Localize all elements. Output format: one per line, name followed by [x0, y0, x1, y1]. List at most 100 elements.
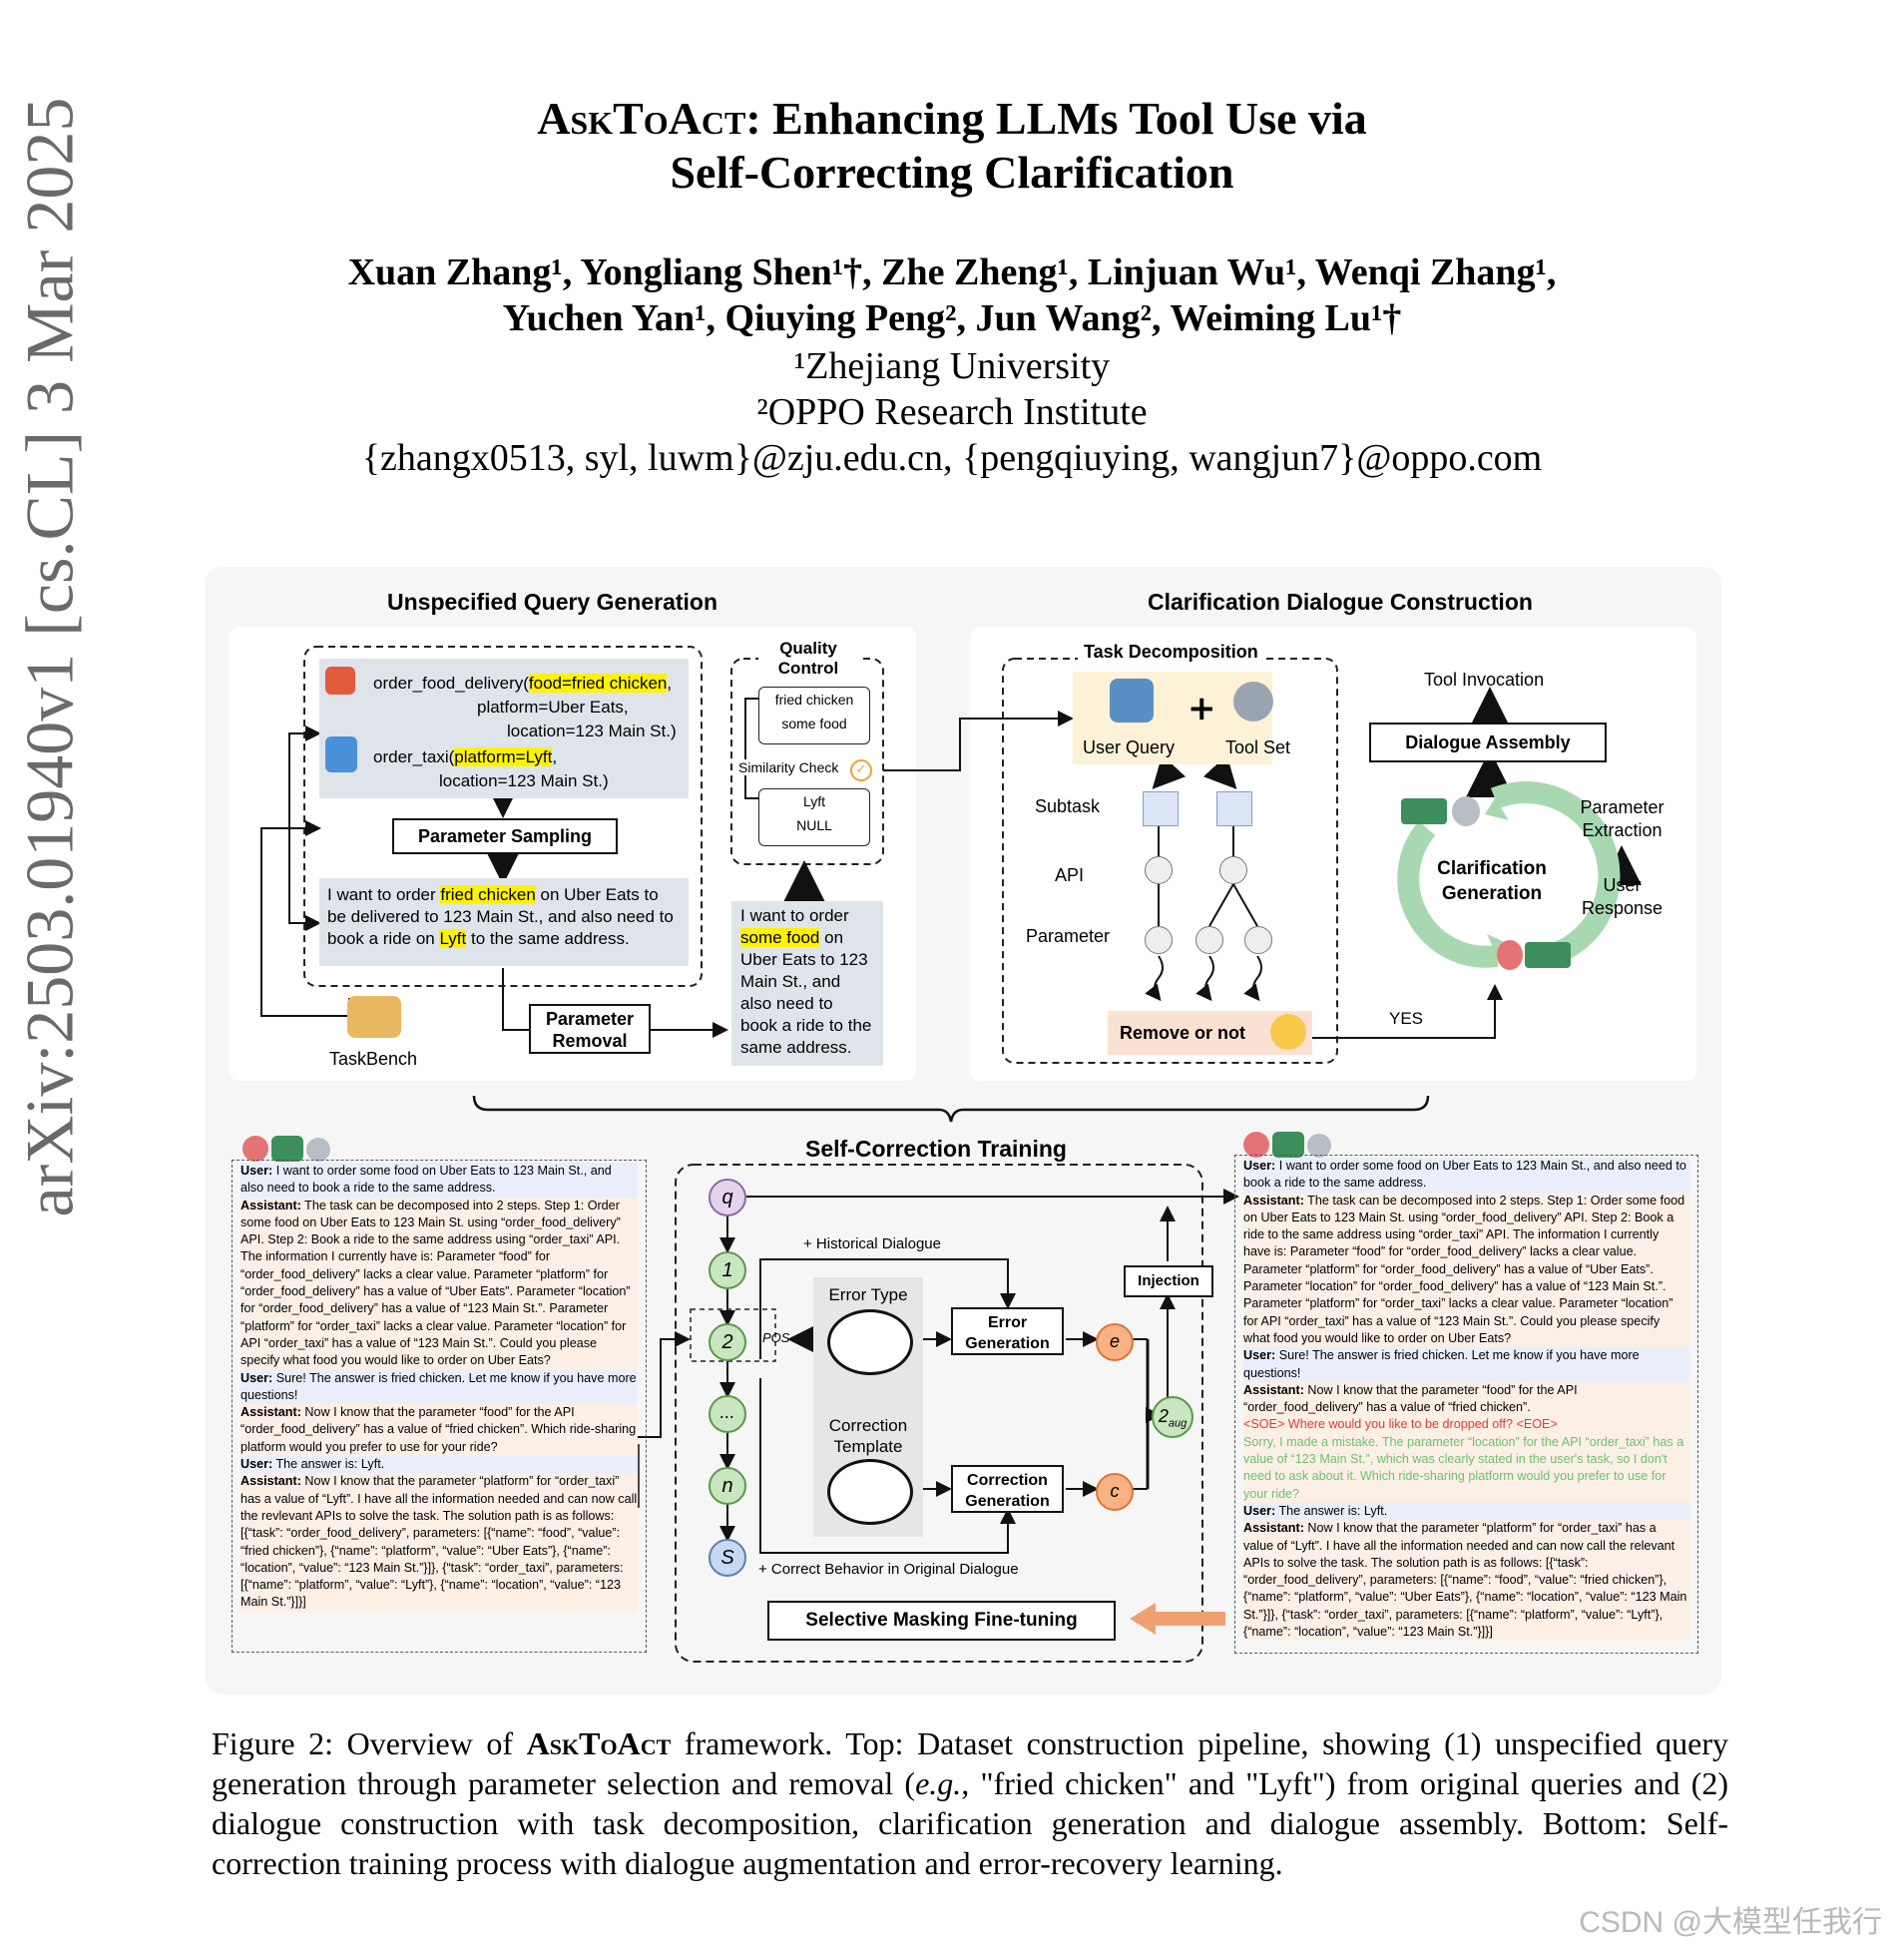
- full-query-box: I want to order fried chicken on Uber Ea…: [319, 878, 689, 966]
- dialogue-turn: User: I want to order some food on Uber …: [240, 1163, 638, 1198]
- injection-box: Injection: [1124, 1265, 1213, 1297]
- answer-bubble-icon: [1525, 942, 1571, 968]
- tool-set-label: Tool Set: [1225, 737, 1291, 757]
- dialogue-turn: Assistant: Now I know that the parameter…: [240, 1473, 638, 1612]
- dialogue-text: Now I know that the parameter “food” for…: [1243, 1382, 1578, 1415]
- dialogue-role: Assistant:: [1243, 1382, 1304, 1397]
- dialogue-turn: Assistant: The task can be decomposed in…: [1243, 1192, 1689, 1348]
- dialogue-text: The task can be decomposed into 2 steps.…: [1243, 1193, 1685, 1345]
- dialogue-text: The answer is: Lyft.: [272, 1457, 385, 1472]
- dialogue-role: Assistant:: [240, 1198, 301, 1213]
- taxi-map-icon: [325, 736, 357, 772]
- paper-title: AskToAct: Enhancing LLMs Tool Use via: [537, 93, 1367, 144]
- dialogue-turn: Assistant: The task can be decomposed in…: [240, 1197, 638, 1370]
- api-order-taxi-location: location=123 Main St.): [439, 771, 609, 790]
- dialogue-role: User:: [240, 1370, 273, 1385]
- dialogue-role: Assistant:: [1243, 1193, 1304, 1208]
- api-order-taxi: order_taxi(platform=Lyft,: [373, 747, 558, 766]
- pos-label: POS: [762, 1330, 790, 1345]
- api-label: API: [1055, 865, 1085, 885]
- right-dialogue-content: User: I want to order some food on Uber …: [1235, 1156, 1697, 1643]
- node-1: 1: [709, 1251, 746, 1289]
- error-injection-text: <SOE> Where would you like to be dropped…: [1243, 1416, 1689, 1434]
- subtask-node-2: [1216, 791, 1252, 826]
- question-bubble-icon: [1401, 798, 1447, 824]
- dialogue-text: The answer is: Lyft.: [1275, 1503, 1388, 1518]
- user-avatar-icon-left: [242, 1136, 268, 1162]
- subtask-label: Subtask: [1035, 796, 1101, 816]
- authors-line1: Xuan Zhang¹, Yongliang Shen¹†, Zhe Zheng…: [347, 251, 1557, 293]
- node-2: 2: [709, 1323, 746, 1361]
- user-query-label: User Query: [1083, 737, 1176, 757]
- dialogue-turn: User: The answer is: Lyft.: [1243, 1502, 1689, 1521]
- error-type-label: Error Type: [828, 1285, 908, 1304]
- dialogue-text: Sure! The answer is fried chicken. Let m…: [240, 1370, 637, 1402]
- yes-label: YES: [1389, 1009, 1424, 1028]
- task-decomposition-title: Task Decomposition: [1078, 642, 1264, 663]
- affiliation-1: ¹Zhejiang University: [793, 345, 1111, 387]
- dialogue-turn: Assistant: Now I know that the parameter…: [240, 1404, 638, 1457]
- dialogue-assembly-box: Dialogue Assembly: [1369, 723, 1607, 762]
- correct-behavior-label: + Correct Behavior in Original Dialogue: [758, 1561, 1019, 1578]
- dialogue-text: I want to order some food on Uber Eats t…: [240, 1164, 612, 1196]
- section-title-selfcorrection: Self-Correction Training: [793, 1136, 1079, 1163]
- unspecified-query-box: I want to order some food on Uber Eats t…: [731, 901, 883, 1066]
- dialogue-text: Now I know that the parameter “platform”…: [1243, 1521, 1687, 1640]
- api-node-2: [1219, 856, 1247, 884]
- dialogue-role: User:: [1243, 1348, 1276, 1363]
- api-order-food: order_food_delivery(food=fried chicken,: [373, 674, 673, 693]
- user-query-icon: [1110, 679, 1154, 723]
- dialogue-text: I want to order some food on Uber Eats t…: [1243, 1159, 1686, 1191]
- robot-icon-right: [1272, 1132, 1304, 1158]
- section-title-clarification: Clarification Dialogue Construction: [1148, 589, 1533, 615]
- watermark: CSDN @大模型任我行: [1579, 1906, 1882, 1939]
- dialogue-turn: User: I want to order some food on Uber …: [1243, 1158, 1689, 1193]
- thinking-face-icon: [1270, 1014, 1306, 1050]
- param-node-2: [1195, 926, 1223, 954]
- node-e: e: [1096, 1323, 1134, 1361]
- dialogue-role: User:: [240, 1164, 273, 1178]
- dialogue-text: Now I know that the parameter “food” for…: [240, 1405, 637, 1454]
- dialogue-role: Assistant:: [240, 1405, 301, 1420]
- paper-title-line2: Self-Correcting Clarification: [670, 147, 1234, 198]
- plus-icon: +: [1188, 689, 1216, 729]
- param-node-1: [1145, 926, 1173, 954]
- correction-template-ellipse: [827, 1459, 913, 1525]
- user-avatar-icon-right: [1243, 1132, 1269, 1158]
- dialogue-turn: User: The answer is: Lyft.: [240, 1456, 638, 1474]
- authors-line2: Yuchen Yan¹, Qiuying Peng², Jun Wang², W…: [502, 297, 1402, 339]
- dialogue-turn: Assistant: Now I know that the parameter…: [1243, 1520, 1689, 1642]
- emails: {zhangx0513, syl, luwm}@zju.edu.cn, {pen…: [361, 437, 1543, 479]
- historical-dialogue-label: + Historical Dialogue: [803, 1235, 941, 1252]
- taskbench-label: TaskBench: [329, 1049, 418, 1069]
- dialogue-role: User:: [240, 1457, 273, 1472]
- node-s: S: [709, 1539, 746, 1577]
- dialogue-role: Assistant:: [240, 1474, 301, 1489]
- api-node-1: [1145, 856, 1173, 884]
- left-dialogue-content: User: I want to order some food on Uber …: [233, 1161, 646, 1614]
- check-icon: ✓: [850, 759, 872, 781]
- dialogue-turn: Assistant: Now I know that the parameter…: [1243, 1381, 1689, 1417]
- dialogue-role: User:: [1243, 1159, 1276, 1173]
- param-node-3: [1244, 926, 1272, 954]
- figure-caption: Figure 2: Overview of AskToAct framework…: [212, 1725, 1729, 1881]
- selective-masking-box: Selective Masking Fine-tuning: [767, 1601, 1116, 1641]
- parameter-label: Parameter: [1026, 926, 1111, 946]
- dialogue-text: The task can be decomposed into 2 steps.…: [240, 1198, 631, 1368]
- node-2aug: 2aug: [1152, 1396, 1193, 1438]
- tool-invocation-label: Tool Invocation: [1424, 670, 1545, 690]
- api-order-food-platform: platform=Uber Eats,: [477, 698, 629, 717]
- gear-icon: [1233, 682, 1273, 722]
- dialogue-text: Sure! The answer is fried chicken. Let m…: [1243, 1348, 1640, 1380]
- error-type-ellipse: [827, 1309, 913, 1375]
- assistant-gear-icon: [1452, 796, 1480, 826]
- parameter-sampling-box: Parameter Sampling: [392, 818, 618, 854]
- dialogue-role: User:: [1243, 1503, 1276, 1518]
